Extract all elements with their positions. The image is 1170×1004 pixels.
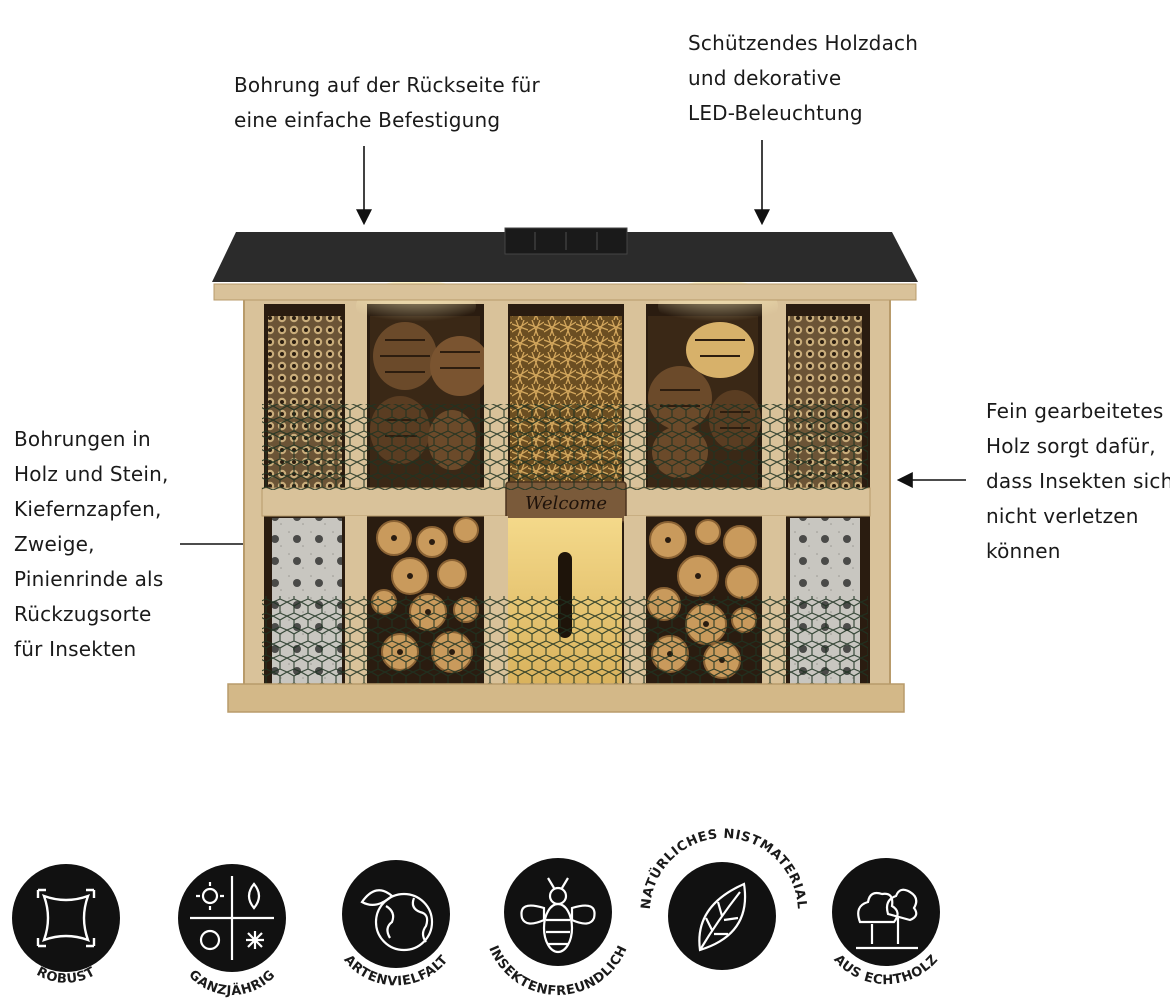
roof-trim — [213, 283, 917, 301]
wire-mesh-lower — [262, 596, 868, 686]
callout-line: Rückzugsorte — [14, 602, 152, 626]
callout-line: können — [986, 539, 1061, 563]
badge-label: ROBUST — [34, 964, 97, 987]
callout-line: Zweige, — [14, 532, 95, 556]
callout-line: für Insekten — [14, 637, 137, 661]
callout-fine-wood: Fein gearbeitetes Holz sorgt dafür, dass… — [986, 394, 1170, 569]
svg-text:ROBUST: ROBUST — [34, 964, 98, 987]
svg-text:GANZJÄHRIG: GANZJÄHRIG — [186, 967, 279, 999]
leaf-icon — [698, 882, 747, 952]
callout-line: LED-Beleuchtung — [688, 101, 863, 125]
callout-line: Holz sorgt dafür, — [986, 434, 1156, 458]
callout-line: nicht verletzen — [986, 504, 1139, 528]
callout-line: Kiefernzapfen, — [14, 497, 162, 521]
callout-line: dass Insekten sich — [986, 469, 1170, 493]
callout-line: Fein gearbeitetes — [986, 399, 1164, 423]
bee-icon — [520, 877, 596, 954]
callout-line: Schützendes Holzdach — [688, 31, 919, 55]
badge-artenvielfalt: ARTENVIELFALT — [341, 860, 451, 990]
badge-robust: ROBUST — [12, 864, 120, 987]
tree-icon — [856, 888, 918, 950]
callout-line: Pinienrinde als — [14, 567, 164, 591]
badge-label: GANZJÄHRIG — [186, 967, 278, 999]
welcome-sign-text: Welcome — [525, 493, 607, 514]
four-seasons-icon — [190, 876, 274, 960]
callout-line: Bohrungen in — [14, 427, 151, 451]
callout-nesting-materials: Bohrungen in Holz und Stein, Kiefernzapf… — [14, 422, 169, 667]
badge-ganzjaehrig: GANZJÄHRIG — [178, 864, 286, 999]
roof — [212, 232, 918, 282]
shield-square-icon — [36, 888, 96, 948]
callout-line: eine einfache Befestigung — [234, 108, 501, 132]
callout-line: Holz und Stein, — [14, 462, 169, 486]
feature-badges: ROBUST GANZJÄHRIG ART — [12, 827, 941, 999]
globe-leaf-icon — [360, 889, 434, 952]
badge-nistmaterial: NATÜRLICHES NISTMATERIAL — [639, 827, 808, 970]
callout-line: Bohrung auf der Rückseite für — [234, 73, 540, 97]
wire-mesh-upper — [262, 404, 868, 490]
callout-line: und dekorative — [688, 66, 842, 90]
callout-mounting-hole: Bohrung auf der Rückseite für eine einfa… — [234, 68, 540, 138]
insect-hotel: Welcome — [212, 227, 918, 713]
badge-insektenfreundlich: INSEKTENFREUNDLICH — [485, 858, 630, 999]
wood-base — [227, 683, 905, 713]
callout-roof-led: Schützendes Holzdach und dekorative LED-… — [688, 26, 918, 131]
badge-echtholz: AUS ECHTHOLZ — [831, 858, 941, 988]
